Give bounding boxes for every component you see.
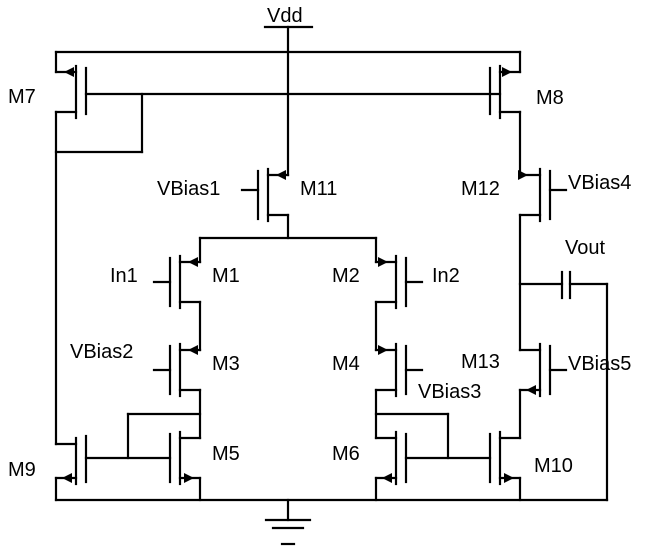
m5-label: M5 <box>212 443 240 465</box>
arrowheads <box>62 67 536 483</box>
wiring <box>54 25 609 546</box>
vout-label: Vout <box>565 237 605 259</box>
vbias3-label: VBias3 <box>418 381 481 403</box>
m8-label: M8 <box>536 87 564 109</box>
m1-label: M1 <box>212 265 240 287</box>
vbias5-label: VBias5 <box>568 353 631 375</box>
in2-label: In2 <box>432 265 460 287</box>
in1-label: In1 <box>110 265 138 287</box>
vdd-label: Vdd <box>267 5 303 27</box>
vbias4-label: VBias4 <box>568 172 631 194</box>
m10-label: M10 <box>534 455 573 477</box>
m13-label: M13 <box>461 351 500 373</box>
m3-label: M3 <box>212 353 240 375</box>
m4-label: M4 <box>332 353 360 375</box>
m9-label: M9 <box>8 459 36 481</box>
m6-label: M6 <box>332 443 360 465</box>
labels: Vdd M7 M8 VBias1 M11 M12 VBias4 Vout In1… <box>8 5 631 481</box>
vbias2-label: VBias2 <box>70 341 133 363</box>
m2-label: M2 <box>332 265 360 287</box>
m11-label: M11 <box>300 178 337 200</box>
m7-label: M7 <box>8 86 36 108</box>
vbias1-label: VBias1 <box>157 178 220 200</box>
m12-label: M12 <box>461 178 500 200</box>
